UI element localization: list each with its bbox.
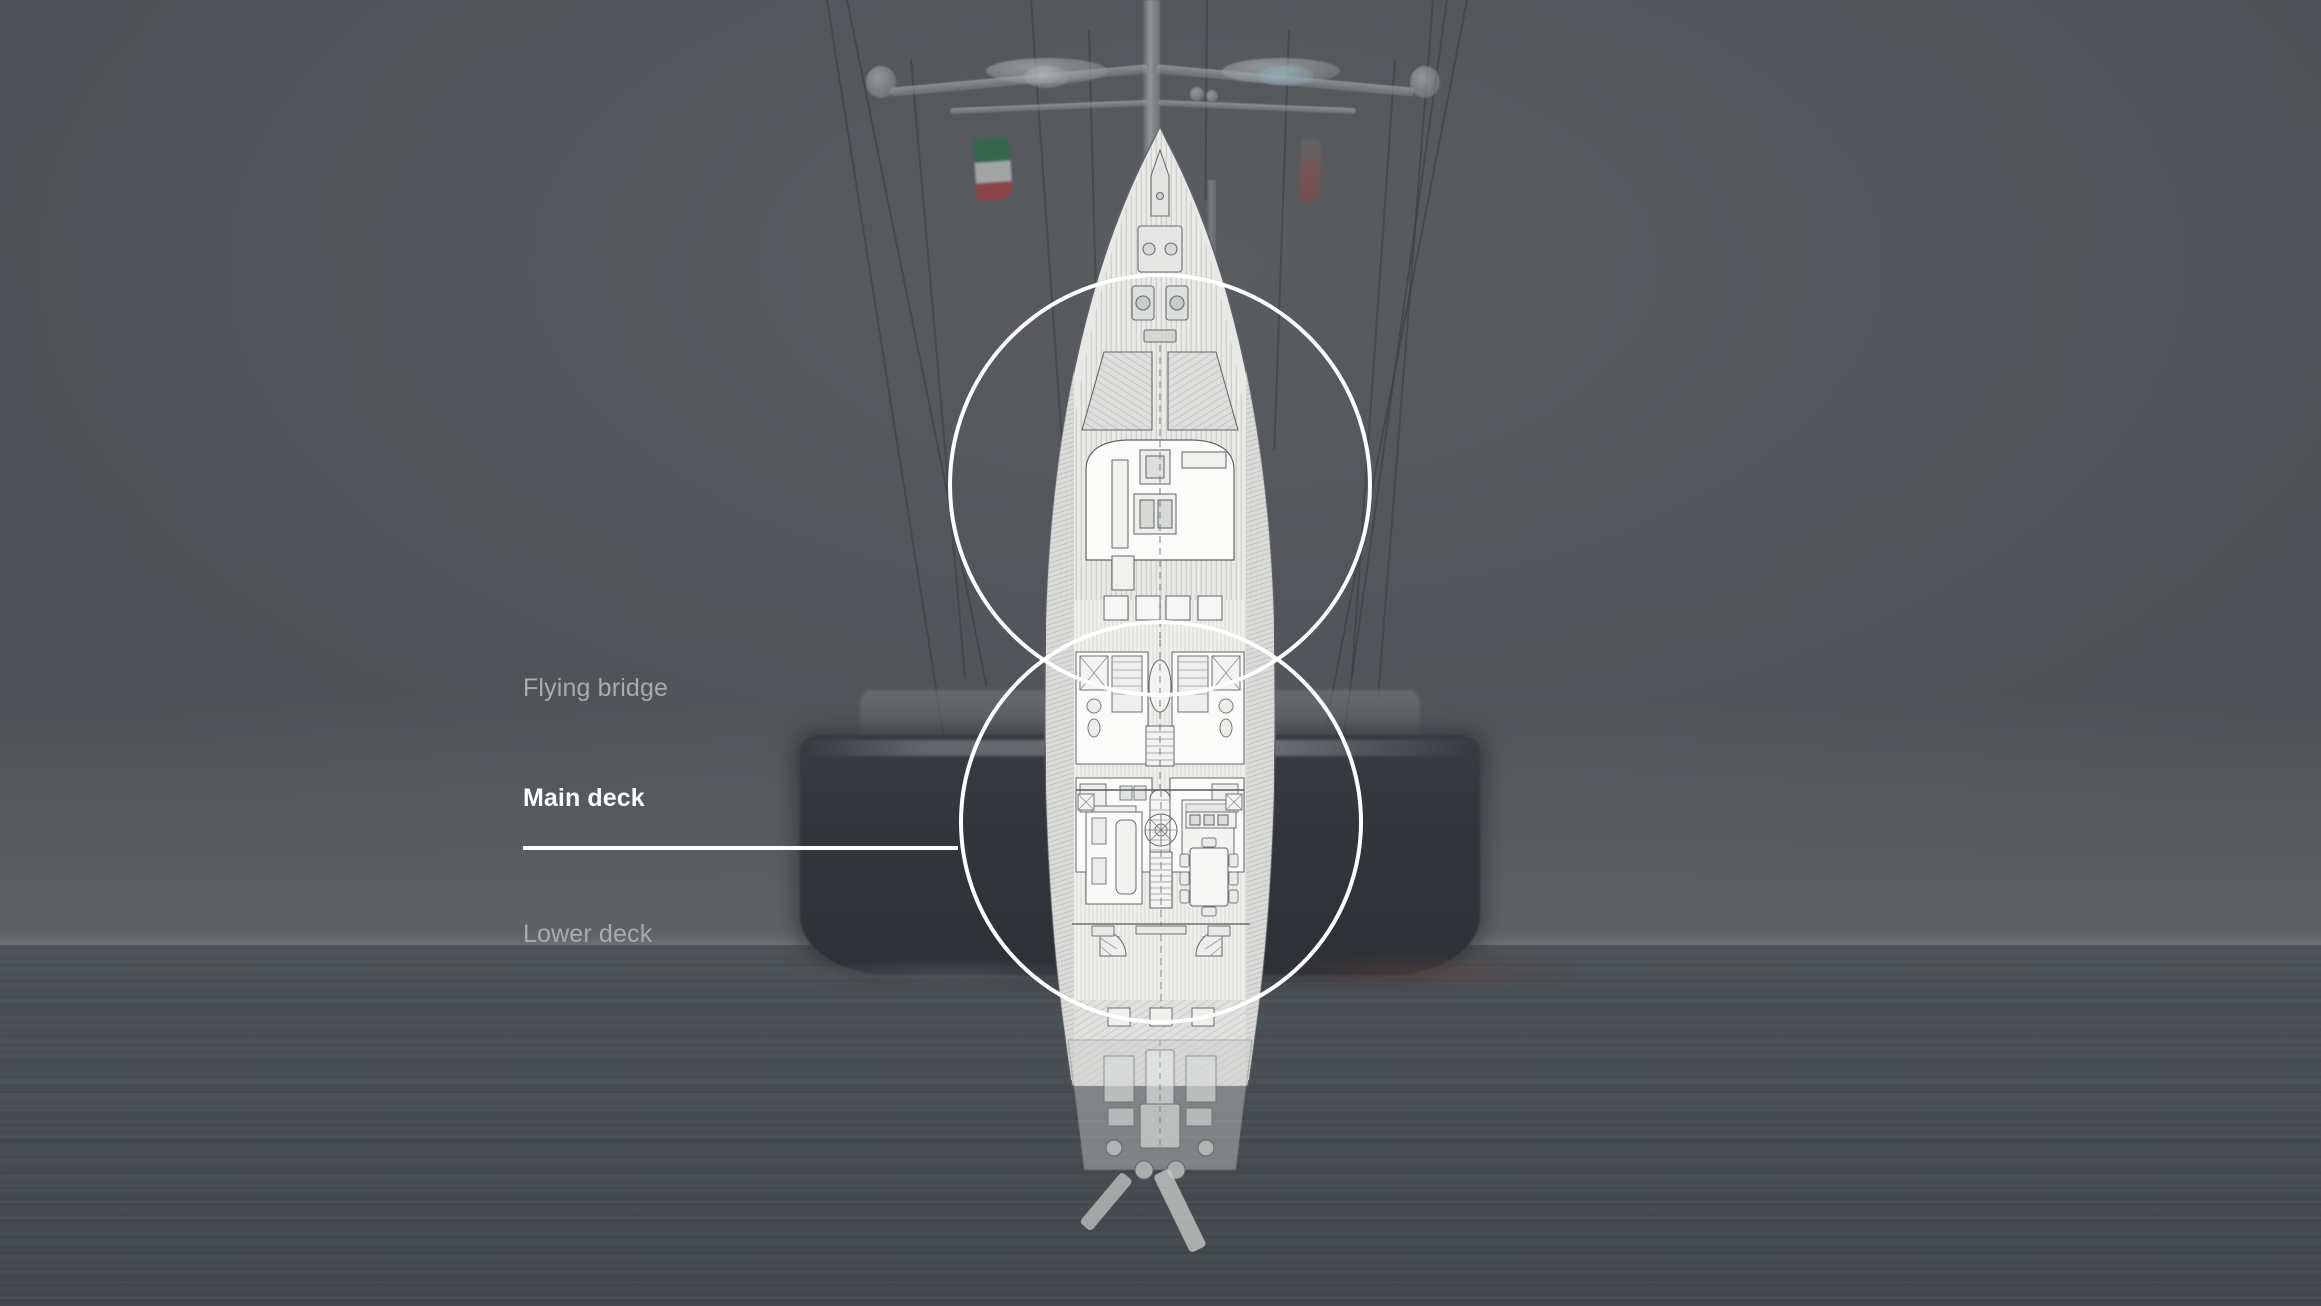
courtesy-flag (1298, 139, 1322, 203)
masthead-light (1206, 90, 1218, 102)
nav-label-flying-bridge: Flying bridge (523, 674, 669, 702)
rigging-stay (826, 0, 947, 751)
nav-item-flying-bridge[interactable]: Flying bridge (523, 676, 668, 701)
rigging-stay (846, 0, 988, 687)
masthead-light (1190, 87, 1204, 101)
italian-ensign-flag (972, 136, 1014, 202)
wake-reflection (1270, 955, 1570, 989)
nav-label-lower-deck: Lower deck (523, 920, 653, 948)
antenna-dome (1258, 66, 1314, 86)
rigging-stay (1377, 0, 1434, 698)
nav-item-lower-deck[interactable]: Lower deck (523, 922, 652, 947)
nav-item-main-deck[interactable]: Main deck (523, 786, 645, 811)
mast-fitting (866, 66, 896, 98)
spreader-lower-starboard (1157, 99, 1357, 115)
nav-label-main-deck: Main deck (523, 784, 645, 812)
spreader-lower-port (949, 99, 1149, 115)
main-deck-highlight-circle[interactable] (959, 620, 1363, 1024)
antenna-dome (1024, 66, 1070, 88)
mast-fitting (1410, 66, 1440, 98)
rigging-stay (1350, 59, 1396, 679)
